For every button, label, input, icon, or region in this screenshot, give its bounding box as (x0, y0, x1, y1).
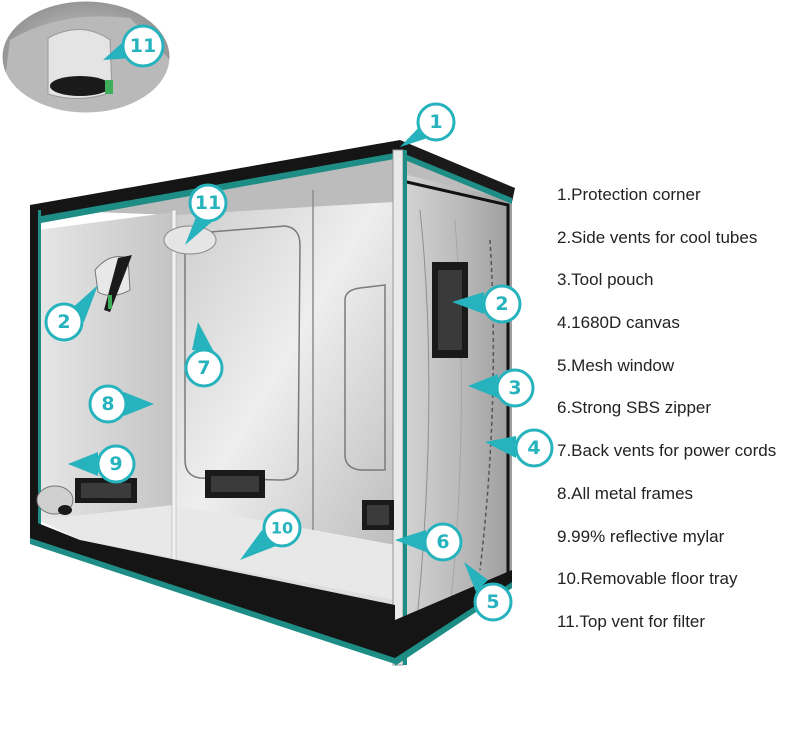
legend-item: 1.Protection corner (557, 185, 701, 204)
legend-item: 11.Top vent for filter (557, 611, 706, 631)
legend-item: 5.Mesh window (557, 355, 675, 375)
callout-2-right-label: 2 (495, 293, 508, 315)
callout-9-label: 9 (109, 453, 122, 475)
callout-5-label: 5 (486, 591, 499, 613)
callout-inset: 11 (103, 24, 165, 68)
callout-11-label: 11 (195, 192, 221, 214)
callout-6: 6 (395, 522, 463, 562)
callout-1: 1 (400, 102, 456, 147)
legend-item: 10.Removable floor tray (557, 569, 738, 589)
legend-item: 6.Strong SBS zipper (557, 398, 712, 418)
callout-6-label: 6 (436, 531, 449, 553)
legend-item: 3.Tool pouch (557, 270, 654, 290)
callout-7: 7 (184, 322, 224, 388)
legend-item: 2.Side vents for cool tubes (557, 227, 758, 247)
callout-10-label: 10 (271, 519, 293, 538)
callout-3-label: 3 (508, 377, 521, 399)
callout-inset-label: 11 (130, 35, 156, 57)
callout-11: 11 (185, 183, 228, 245)
callout-2-left: 2 (44, 285, 98, 342)
callout-8: 8 (88, 384, 154, 424)
feature-legend: 1.Protection corner 2.Side vents for coo… (557, 180, 776, 650)
callout-4-label: 4 (527, 437, 540, 459)
legend-item: 8.All metal frames (557, 483, 694, 503)
legend-item: 9.99% reflective mylar (557, 526, 725, 546)
callout-4: 4 (485, 428, 554, 468)
callout-8-label: 8 (101, 393, 114, 415)
callout-1-label: 1 (429, 111, 442, 133)
callout-9: 9 (68, 444, 136, 484)
legend-item: 7.Back vents for power cords (557, 441, 777, 461)
callout-3: 3 (468, 368, 535, 408)
callout-10: 10 (240, 508, 302, 560)
callout-2-right: 2 (452, 284, 522, 324)
callout-2-left-label: 2 (57, 311, 70, 333)
callout-5: 5 (464, 562, 513, 622)
callout-7-label: 7 (197, 357, 210, 379)
legend-item: 4.1680D canvas (557, 313, 680, 333)
